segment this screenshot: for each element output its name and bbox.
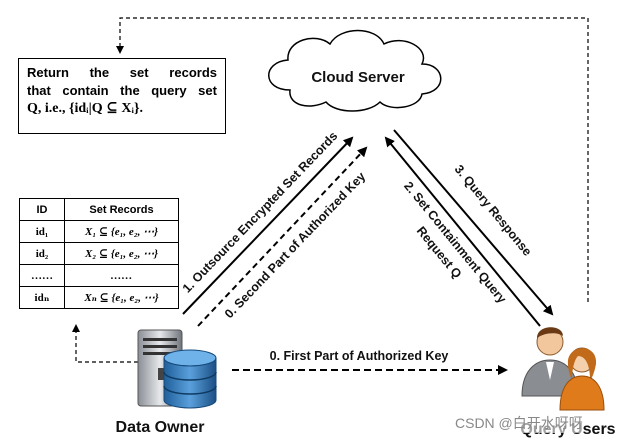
cloud-icon [268, 29, 442, 112]
note-word: Return [27, 65, 69, 80]
table-row: idₙ Xₙ ⊆ {e₁, e₂, ⋯} [19, 286, 179, 309]
note-line-3: Q, i.e., {idᵢ|Q ⊆ Xᵢ}. [27, 101, 143, 116]
note-word: set [129, 65, 149, 80]
row-id: …… [19, 264, 65, 287]
set-containment-arrow [384, 136, 541, 327]
second-key-label: 0. Second Part of Authorized Key [222, 169, 368, 321]
table-row: …… …… [19, 264, 179, 287]
note-word: the [89, 65, 110, 80]
outsource-arrow [182, 136, 354, 315]
note-word: query [151, 83, 187, 98]
row-id: id₁ [19, 220, 65, 243]
row-record: …… [64, 264, 179, 287]
note-word: the [120, 83, 140, 98]
query-response-arrow [393, 129, 554, 316]
row-id: id₂ [19, 242, 65, 265]
note-line-1: Return the set records [27, 64, 217, 82]
table-row: id₂ X₂ ⊆ {e₁, e₂, ⋯} [19, 242, 179, 265]
row-record: Xₙ ⊆ {e₁, e₂, ⋯} [64, 286, 179, 309]
note-word: set [198, 83, 217, 98]
first-key-label: 0. First Part of Authorized Key [270, 349, 449, 363]
cloud-server-label: Cloud Server [311, 69, 405, 86]
owner-to-table-arrow [72, 324, 138, 363]
note-line-2: that contain the query set [27, 82, 217, 100]
row-id: idₙ [19, 286, 65, 309]
second-key-arrow [197, 146, 368, 327]
id-column-header: ID [19, 198, 65, 221]
table-header-row: ID Set Records [19, 198, 179, 221]
result-note-box: Return the set records that contain the … [18, 58, 226, 134]
set-records-column-header: Set Records [64, 198, 179, 221]
watermark-text: CSDN @白开水呀呀 [455, 413, 583, 433]
query-users-icon [521, 327, 605, 411]
note-word: records [169, 65, 217, 80]
server-database-icon [137, 329, 217, 409]
note-word: that [27, 83, 51, 98]
row-record: X₁ ⊆ {e₁, e₂, ⋯} [64, 220, 179, 243]
data-owner-label: Data Owner [116, 419, 205, 436]
table-row: id₁ X₁ ⊆ {e₁, e₂, ⋯} [19, 220, 179, 243]
row-record: X₂ ⊆ {e₁, e₂, ⋯} [64, 242, 179, 265]
set-records-table: ID Set Records id₁ X₁ ⊆ {e₁, e₂, ⋯} id₂ … [19, 198, 179, 309]
note-word: contain [62, 83, 109, 98]
feedback-loop-arrow [116, 17, 589, 302]
